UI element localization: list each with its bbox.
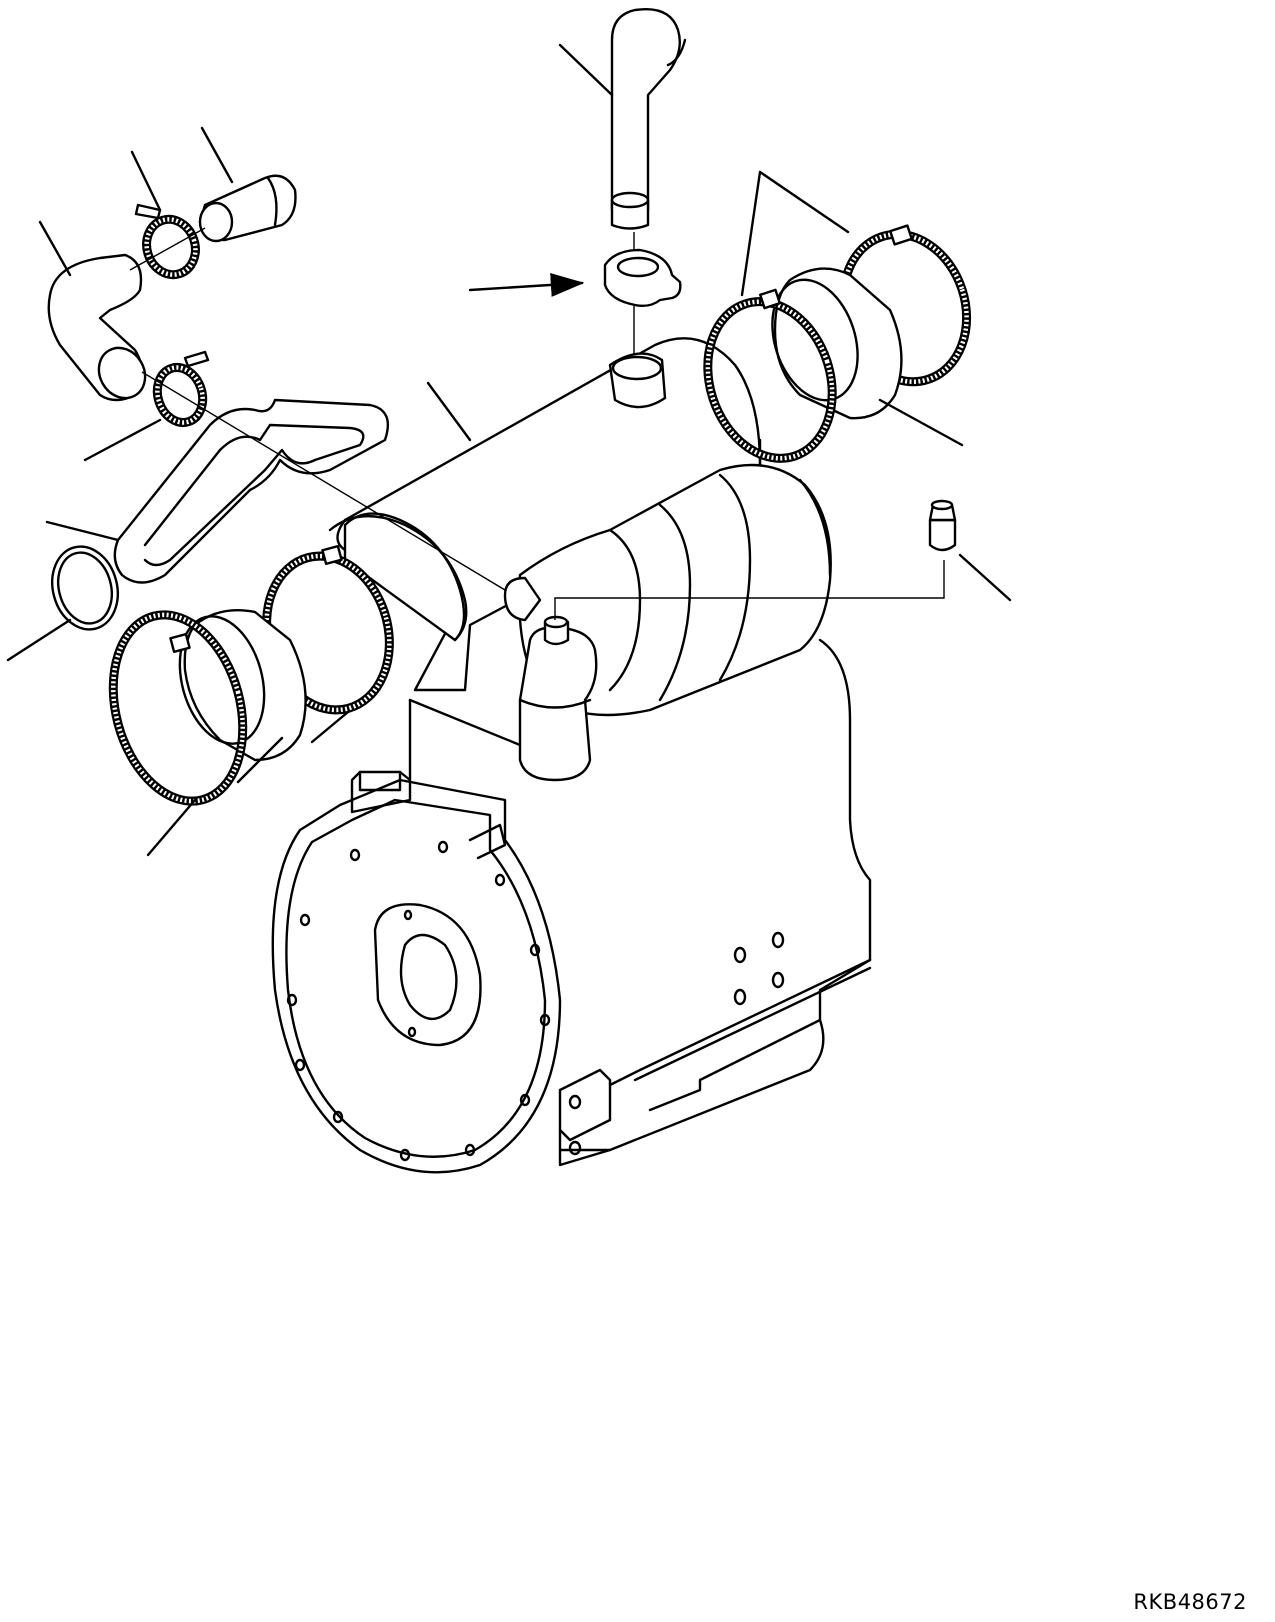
inlet-flange	[328, 512, 468, 642]
pipe-clamp	[603, 248, 682, 308]
catalyst-unit	[503, 463, 832, 782]
flywheel-housing	[271, 770, 562, 1174]
assembly-centerlines	[129, 227, 635, 591]
elbow-hose	[47, 253, 147, 402]
small-clamp-bottom	[152, 350, 210, 427]
leader-lines	[6, 43, 1012, 857]
right-clamp-inner	[703, 288, 837, 463]
shield-bracket	[113, 398, 390, 584]
exhaust-sensor	[554, 499, 957, 620]
small-clamp-top	[134, 203, 200, 280]
engine-block	[408, 638, 872, 1167]
drawing-code: RKB48672	[1133, 1590, 1247, 1614]
o-ring	[51, 545, 119, 631]
tail-pipe	[610, 8, 687, 230]
intake-funnel	[198, 174, 297, 243]
left-clamp-outer	[108, 610, 248, 806]
